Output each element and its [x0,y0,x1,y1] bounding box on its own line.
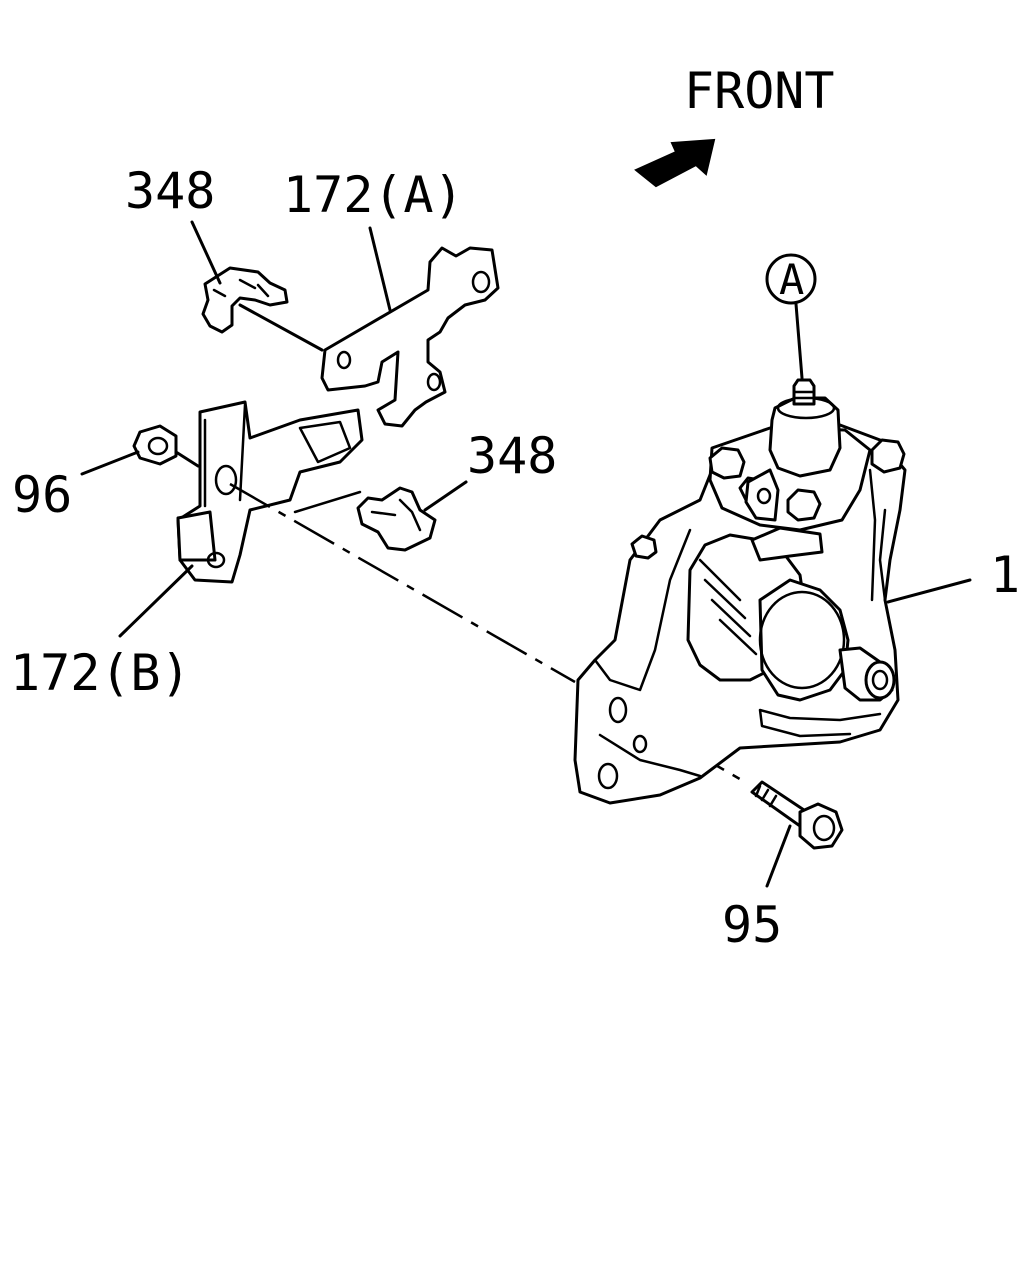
front-label: FRONT [684,62,835,120]
leader-172a [368,226,392,312]
bolt-95 [750,780,844,850]
nut-96 [132,424,178,466]
leader-1 [886,578,972,604]
leader-95 [765,824,792,888]
lower-clip-348 [356,486,437,552]
assembly-centerline [229,482,576,684]
label-95: 95 [722,896,782,954]
label-1: 1 [990,546,1020,604]
bracket-172a [320,246,500,428]
clip-mount-line [293,490,362,514]
upper-clip-348 [201,266,289,334]
leader-96-b [174,450,200,468]
front-arrow-icon [634,138,716,188]
label-172b: 172(B) [10,644,191,702]
label-348-lower: 348 [467,427,557,485]
leader-96 [80,450,140,476]
steering-gear-box [573,378,907,805]
label-ref-a: A [779,255,804,304]
label-96: 96 [12,466,72,524]
leader-172b [118,564,194,638]
leader-348-lower [423,480,468,512]
ref-circle-a [765,253,817,305]
leader-348-upper [190,220,222,285]
label-172a: 172(A) [283,166,464,224]
label-348-upper: 348 [125,162,215,220]
bracket-172b [176,400,364,584]
leader-ref-a [794,302,804,380]
leader-348-upper-b [238,303,324,352]
